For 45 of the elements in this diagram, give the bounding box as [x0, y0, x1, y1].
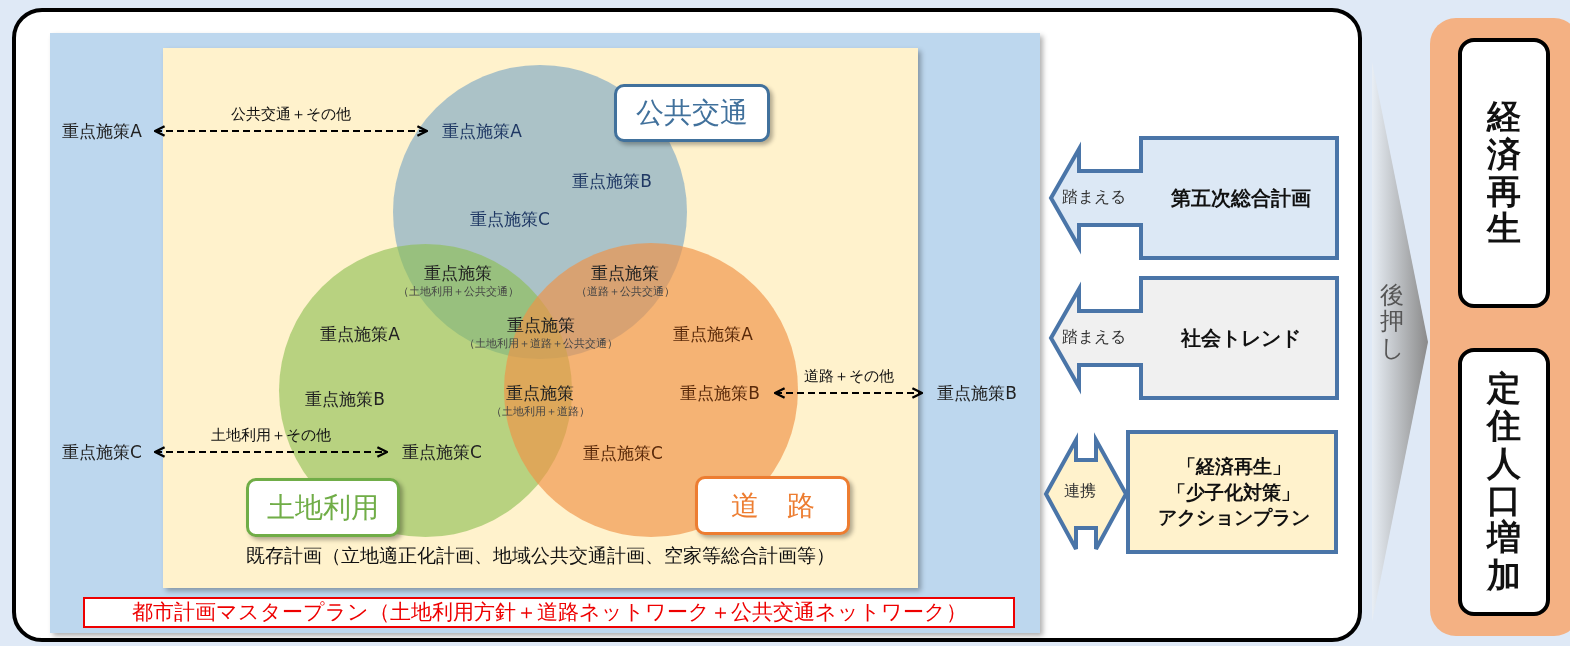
arrow-label: 踏まえる	[1062, 187, 1126, 208]
policy-text: 重点施策	[591, 262, 659, 285]
policy-note: （道路＋公共交通）	[575, 284, 675, 299]
goal-box	[1458, 38, 1550, 308]
edge-label: 土地利用＋その他	[211, 426, 331, 445]
policy-note: （土地利用＋道路＋公共交通）	[464, 336, 618, 351]
arrow-text: 後押し	[1380, 282, 1404, 362]
category-tag: 道 路	[695, 476, 850, 535]
existing-plan-panel	[163, 48, 918, 588]
policy-text: 重点施策C	[52, 440, 152, 464]
goal-text: 経済再生	[1487, 98, 1521, 248]
existing-plan-text: 既存計画（立地適正化計画、地域公共交通計画、空家等総合計画等）	[245, 543, 836, 568]
policy-text: 重点施策C	[583, 442, 663, 465]
dashed-arrow	[773, 387, 924, 399]
policy-note: （土地利用＋道路）	[490, 404, 590, 419]
source-text: 第五次総合計画	[1169, 184, 1312, 212]
dashed-arrow	[153, 446, 389, 458]
policy-text: 重点施策A	[673, 323, 753, 346]
category-tag: 土地利用	[246, 478, 400, 537]
policy-note: （土地利用＋公共交通）	[397, 284, 519, 299]
policy-text: 重点施策C	[470, 208, 550, 231]
policy-text: 重点施策B	[925, 381, 1029, 405]
edge-label: 公共交通＋その他	[231, 105, 351, 124]
policy-text: 重点施策A	[430, 119, 534, 143]
arrow-label: 連携	[1064, 481, 1096, 502]
policy-text: 重点施策B	[305, 388, 385, 411]
plan-title: 都市計画マスタープラン（土地利用方針＋道路ネットワーク＋公共交通ネットワーク）	[83, 597, 1015, 628]
category-tag: 公共交通	[614, 84, 770, 142]
policy-text: 重点施策B	[668, 381, 772, 405]
policy-text: 重点施策B	[572, 170, 652, 193]
policy-text: 重点施策	[506, 382, 574, 405]
policy-text: 重点施策C	[390, 440, 494, 464]
goal-panel	[1430, 18, 1570, 636]
source-text: 社会トレンド	[1179, 324, 1302, 352]
policy-text: 重点施策	[507, 314, 575, 337]
edge-label: 道路＋その他	[803, 367, 894, 386]
policy-text: 重点施策A	[52, 119, 152, 143]
policy-text: 重点施策A	[320, 323, 400, 346]
goal-text: 定住人口増加	[1487, 369, 1521, 595]
arrow-label: 踏まえる	[1062, 327, 1126, 348]
goal-box	[1458, 348, 1550, 616]
policy-text: 重点施策	[424, 262, 492, 285]
plan-panel	[50, 33, 1040, 633]
dashed-arrow	[153, 125, 429, 137]
source-text: 「経済再生」「少子化対策」アクションプラン	[1157, 453, 1311, 530]
